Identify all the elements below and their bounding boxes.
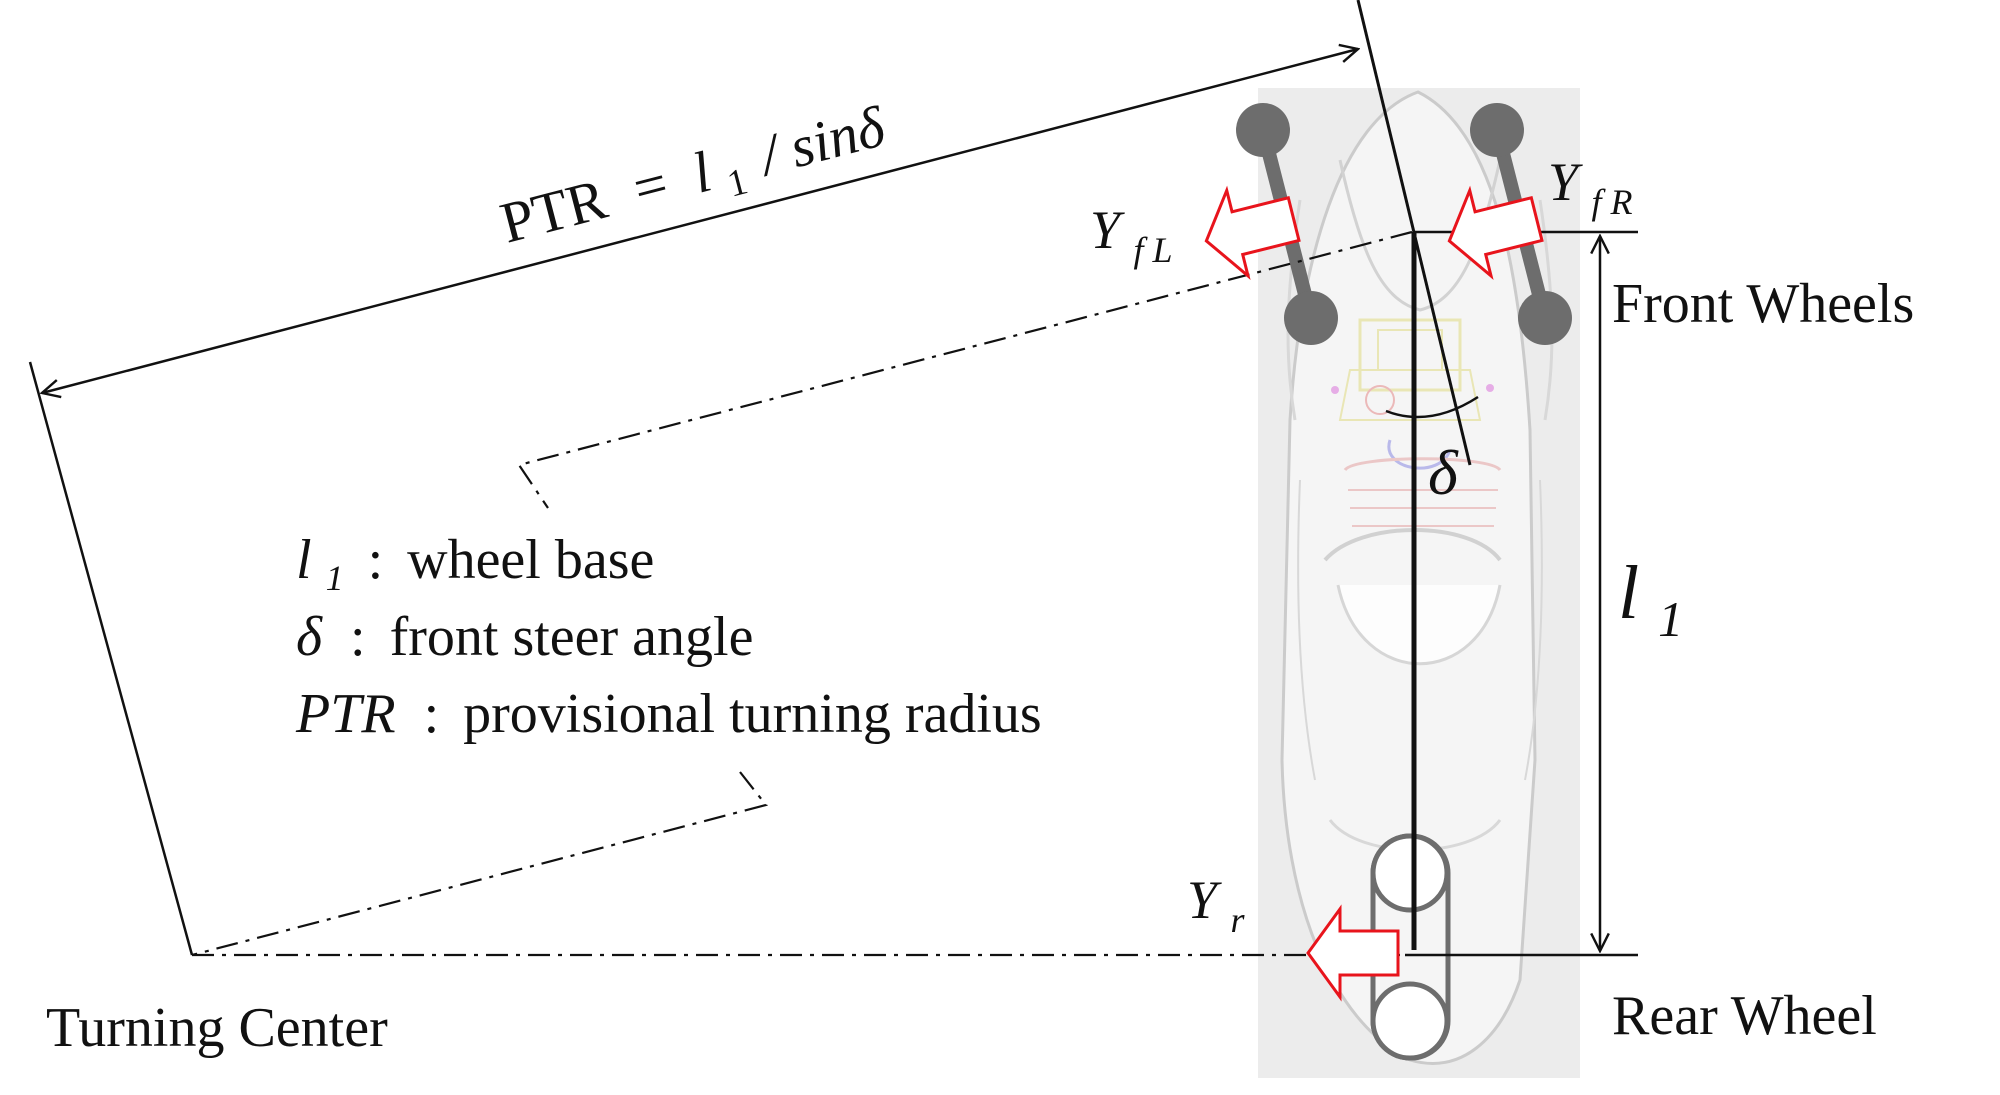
label-front-wheels: Front Wheels <box>1612 273 1914 335</box>
legend-row: PTR : provisional turning radius <box>295 683 1042 745</box>
vehicle-interior <box>1331 318 1502 527</box>
label-delta: δ <box>1428 437 1459 508</box>
label-yr-main: Y <box>1187 870 1222 930</box>
label-yr-sub: r <box>1231 900 1246 940</box>
legend-symbol: l <box>296 529 312 591</box>
label-yfl-sub: f L <box>1134 230 1173 270</box>
label-yfl-main: Y <box>1090 200 1125 260</box>
legend-description: front steer angle <box>390 606 754 668</box>
label-yfr-sub: f R <box>1592 182 1633 222</box>
legend-description: provisional turning radius <box>463 683 1042 745</box>
ptr-formula-sub: 1 <box>723 160 752 205</box>
dashdot-lines <box>191 230 1413 957</box>
force-arrow-front-right <box>1447 185 1544 280</box>
label-l1-var: l <box>1618 551 1639 635</box>
ptr-formula: PTR = l 1 / sinδ <box>494 93 895 267</box>
legend-symbol-sub: 1 <box>326 558 344 598</box>
label-yr: Y r <box>1187 870 1246 940</box>
legend-symbol: PTR <box>295 683 396 745</box>
ptr-dimension-arrow <box>42 49 1358 393</box>
legend: l 1 : wheel base δ : front steer angle P… <box>295 529 1042 745</box>
legend-description: wheel base <box>407 529 654 591</box>
ptr-formula-lhs: PTR <box>494 166 614 256</box>
force-arrow-front-left <box>1204 185 1301 280</box>
label-yfr: Y f R <box>1548 152 1633 222</box>
ptr-formula-rest: / sinδ <box>751 93 893 188</box>
legend-symbol: δ <box>296 606 323 668</box>
legend-separator: : <box>424 683 440 745</box>
ptr-formula-var: l <box>686 139 718 206</box>
legend-row: δ : front steer angle <box>296 606 753 668</box>
label-l1: l 1 <box>1618 551 1683 647</box>
force-arrow-rear <box>1306 904 1400 1002</box>
rear-wheel <box>1370 833 1451 1061</box>
label-rear-wheel: Rear Wheel <box>1612 985 1877 1047</box>
label-turning-center: Turning Center <box>46 997 388 1059</box>
ptr-left-boundary <box>28 361 194 956</box>
legend-separator: : <box>350 606 366 668</box>
legend-row: l 1 : wheel base <box>296 529 654 603</box>
delta-arc <box>1385 395 1479 419</box>
label-yfr-main: Y <box>1548 152 1583 212</box>
label-yfl: Y f L <box>1090 200 1173 270</box>
ptr-formula-eq: = <box>626 150 674 221</box>
label-l1-sub: 1 <box>1658 591 1683 647</box>
legend-separator: : <box>368 529 384 591</box>
